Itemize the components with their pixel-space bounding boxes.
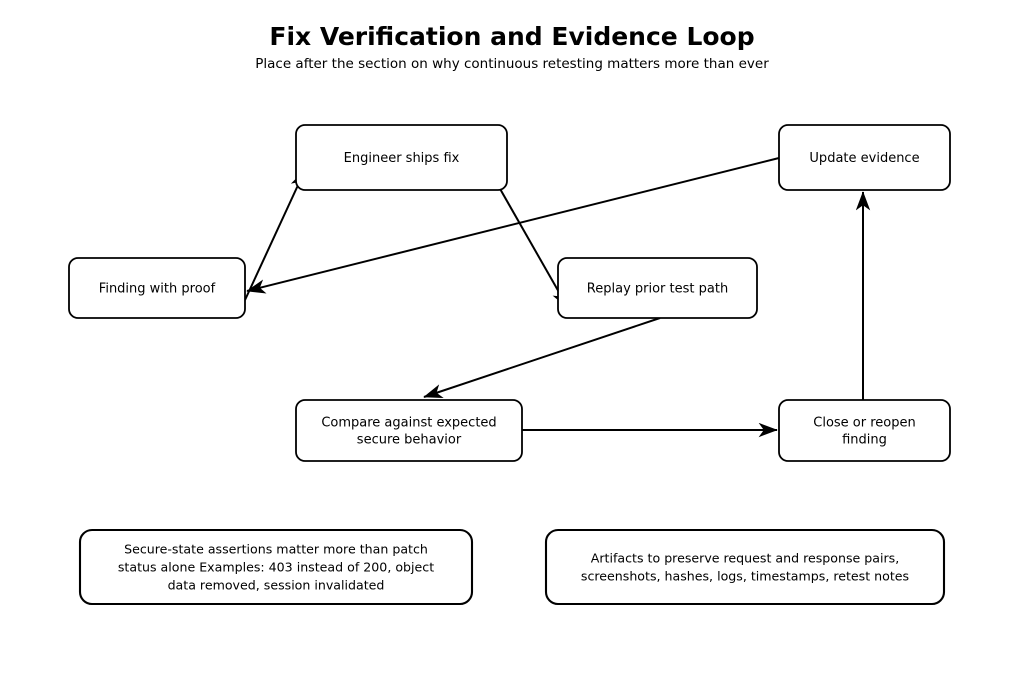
note-left-line: status alone Examples: 403 instead of 20… — [118, 560, 434, 575]
node-label-close: finding — [842, 433, 887, 448]
note-right-box — [544, 528, 946, 606]
node-box-compare[interactable] — [295, 399, 523, 462]
node-label-compare: Compare against expected — [321, 416, 496, 431]
node-label-finding: Finding with proof — [99, 282, 216, 297]
node-label-update: Update evidence — [809, 151, 919, 166]
edge-engineer-to-replay — [494, 179, 569, 309]
note-left: Secure-state assertions matter more than… — [78, 528, 474, 606]
note-left-line: Secure-state assertions matter more than… — [124, 542, 428, 557]
node-box-finding[interactable] — [68, 257, 246, 319]
node-compare[interactable]: Compare against expected secure behavior — [295, 399, 523, 462]
node-close[interactable]: Close or reopen finding — [778, 399, 951, 462]
note-right-line: Artifacts to preserve request and respon… — [591, 551, 900, 566]
node-box-update[interactable] — [778, 124, 951, 191]
note-right: Artifacts to preserve request and respon… — [544, 528, 946, 606]
node-label-replay: Replay prior test path — [587, 282, 728, 297]
node-label-close: Close or reopen — [813, 416, 915, 431]
edges-layer — [244, 157, 871, 438]
page-subtitle: Place after the section on why continuou… — [255, 56, 769, 72]
note-left-line: data removed, session invalidated — [168, 578, 385, 593]
node-box-replay[interactable] — [557, 257, 758, 319]
node-label-compare: secure behavior — [357, 433, 462, 448]
node-box-engineer[interactable] — [295, 124, 508, 191]
node-engineer[interactable]: Engineer ships fix — [295, 124, 508, 191]
page-title: Fix Verification and Evidence Loop — [269, 22, 754, 51]
node-replay[interactable]: Replay prior test path — [557, 257, 758, 319]
node-finding[interactable]: Finding with proof — [68, 257, 246, 319]
edge-replay-to-compare — [423, 317, 661, 398]
node-label-engineer: Engineer ships fix — [344, 151, 460, 166]
edge-finding-to-engineer — [244, 169, 306, 301]
node-update[interactable]: Update evidence — [778, 124, 951, 191]
node-box-close[interactable] — [778, 399, 951, 462]
notes-layer: Secure-state assertions matter more than… — [78, 528, 946, 606]
note-right-line: screenshots, hashes, logs, timestamps, r… — [581, 569, 909, 584]
nodes-layer: Finding with proof Engineer ships fixRepl… — [68, 124, 951, 462]
note-left-box — [78, 528, 474, 606]
edge-update-to-finding — [246, 157, 780, 294]
